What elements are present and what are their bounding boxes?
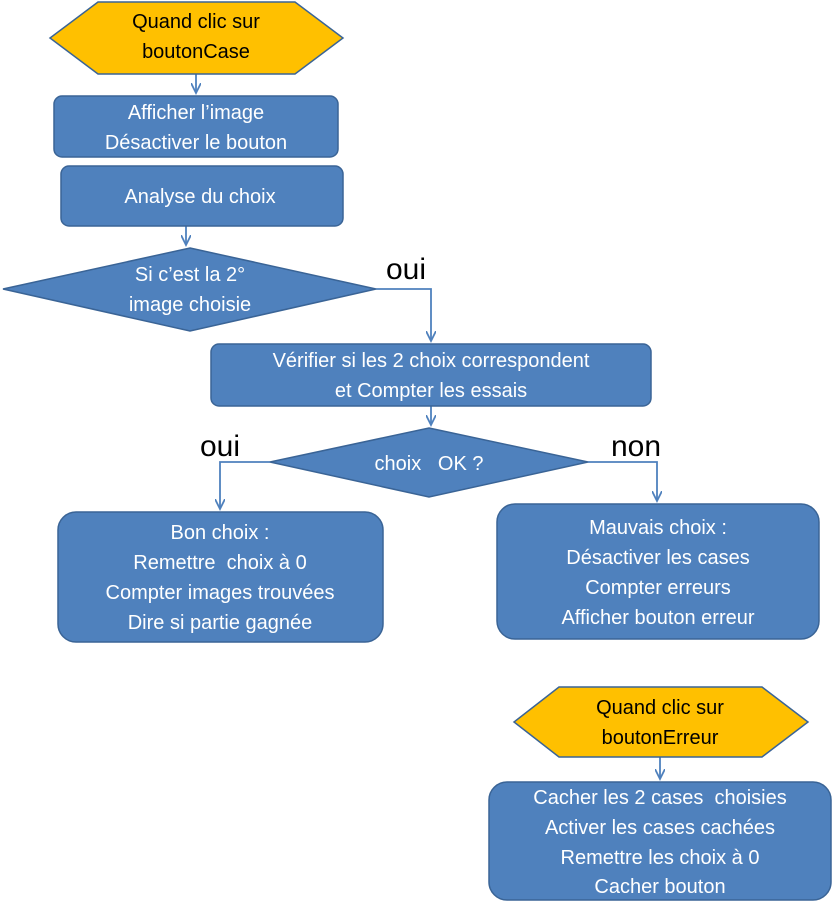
verify-box bbox=[210, 343, 652, 407]
start-event: Quand clic sur boutonCase bbox=[48, 1, 345, 75]
connectors bbox=[186, 74, 660, 779]
decision-ok: choix OK ? bbox=[269, 427, 589, 498]
error-event-line1: Quand clic sur bbox=[596, 697, 724, 719]
show-image-box bbox=[53, 95, 339, 158]
good-choice-process: Bon choix : Remettre choix à 0 Compter i… bbox=[57, 511, 384, 643]
verify-line1: Vérifier si les 2 choix correspondent bbox=[273, 350, 590, 372]
decision-second-line2: image choisie bbox=[129, 294, 251, 316]
verify-line2: et Compter les essais bbox=[335, 380, 527, 402]
decision-ok-line1: choix OK ? bbox=[375, 453, 484, 475]
error-event: Quand clic sur boutonErreur bbox=[512, 686, 810, 758]
analyse-process: Analyse du choix bbox=[60, 165, 344, 227]
error-actions-line2: Activer les cases cachées bbox=[545, 817, 775, 839]
analyse-line1: Analyse du choix bbox=[124, 186, 275, 208]
label-yes-ok: oui bbox=[200, 430, 240, 463]
show-image-process: Afficher l’image Désactiver le bouton bbox=[53, 95, 339, 158]
error-actions-line1: Cacher les 2 cases choisies bbox=[533, 787, 786, 809]
decision-second-image: Si c’est la 2° image choisie bbox=[2, 247, 377, 332]
decision-second-shape bbox=[2, 247, 377, 332]
analyse-box bbox=[60, 165, 344, 227]
good-choice-line2: Remettre choix à 0 bbox=[133, 552, 306, 574]
arrow-ok-yes bbox=[220, 461, 270, 509]
error-actions-line4: Cacher bouton bbox=[594, 876, 725, 898]
arrow-ok-no bbox=[588, 461, 657, 501]
bad-choice-line2: Désactiver les cases bbox=[566, 547, 749, 569]
bad-choice-process: Mauvais choix : Désactiver les cases Com… bbox=[496, 503, 820, 640]
bad-choice-line3: Compter erreurs bbox=[585, 577, 731, 599]
good-choice-box bbox=[57, 511, 384, 643]
start-event-shape bbox=[48, 1, 345, 75]
error-event-shape bbox=[512, 686, 810, 758]
error-event-line2: boutonErreur bbox=[602, 727, 719, 749]
error-actions-process: Cacher les 2 cases choisies Activer les … bbox=[488, 781, 832, 901]
bad-choice-line1: Mauvais choix : bbox=[589, 517, 727, 539]
show-image-line2: Désactiver le bouton bbox=[105, 132, 287, 154]
bad-choice-box bbox=[496, 503, 820, 640]
show-image-line1: Afficher l’image bbox=[128, 102, 264, 124]
decision-ok-shape bbox=[269, 427, 589, 498]
error-actions-box bbox=[488, 781, 832, 901]
error-actions-line3: Remettre les choix à 0 bbox=[561, 847, 760, 869]
good-choice-line3: Compter images trouvées bbox=[106, 582, 335, 604]
arrow-decision-to-verify bbox=[376, 288, 431, 341]
good-choice-line4: Dire si partie gagnée bbox=[128, 612, 313, 634]
label-no-ok: non bbox=[611, 430, 661, 463]
verify-process: Vérifier si les 2 choix correspondent et… bbox=[210, 343, 652, 407]
start-event-line1: Quand clic sur bbox=[132, 11, 260, 33]
decision-second-line1: Si c’est la 2° bbox=[135, 264, 245, 286]
bad-choice-line4: Afficher bouton erreur bbox=[561, 607, 754, 629]
label-yes-second: oui bbox=[386, 253, 426, 286]
good-choice-line1: Bon choix : bbox=[171, 522, 270, 544]
start-event-line2: boutonCase bbox=[142, 41, 250, 63]
